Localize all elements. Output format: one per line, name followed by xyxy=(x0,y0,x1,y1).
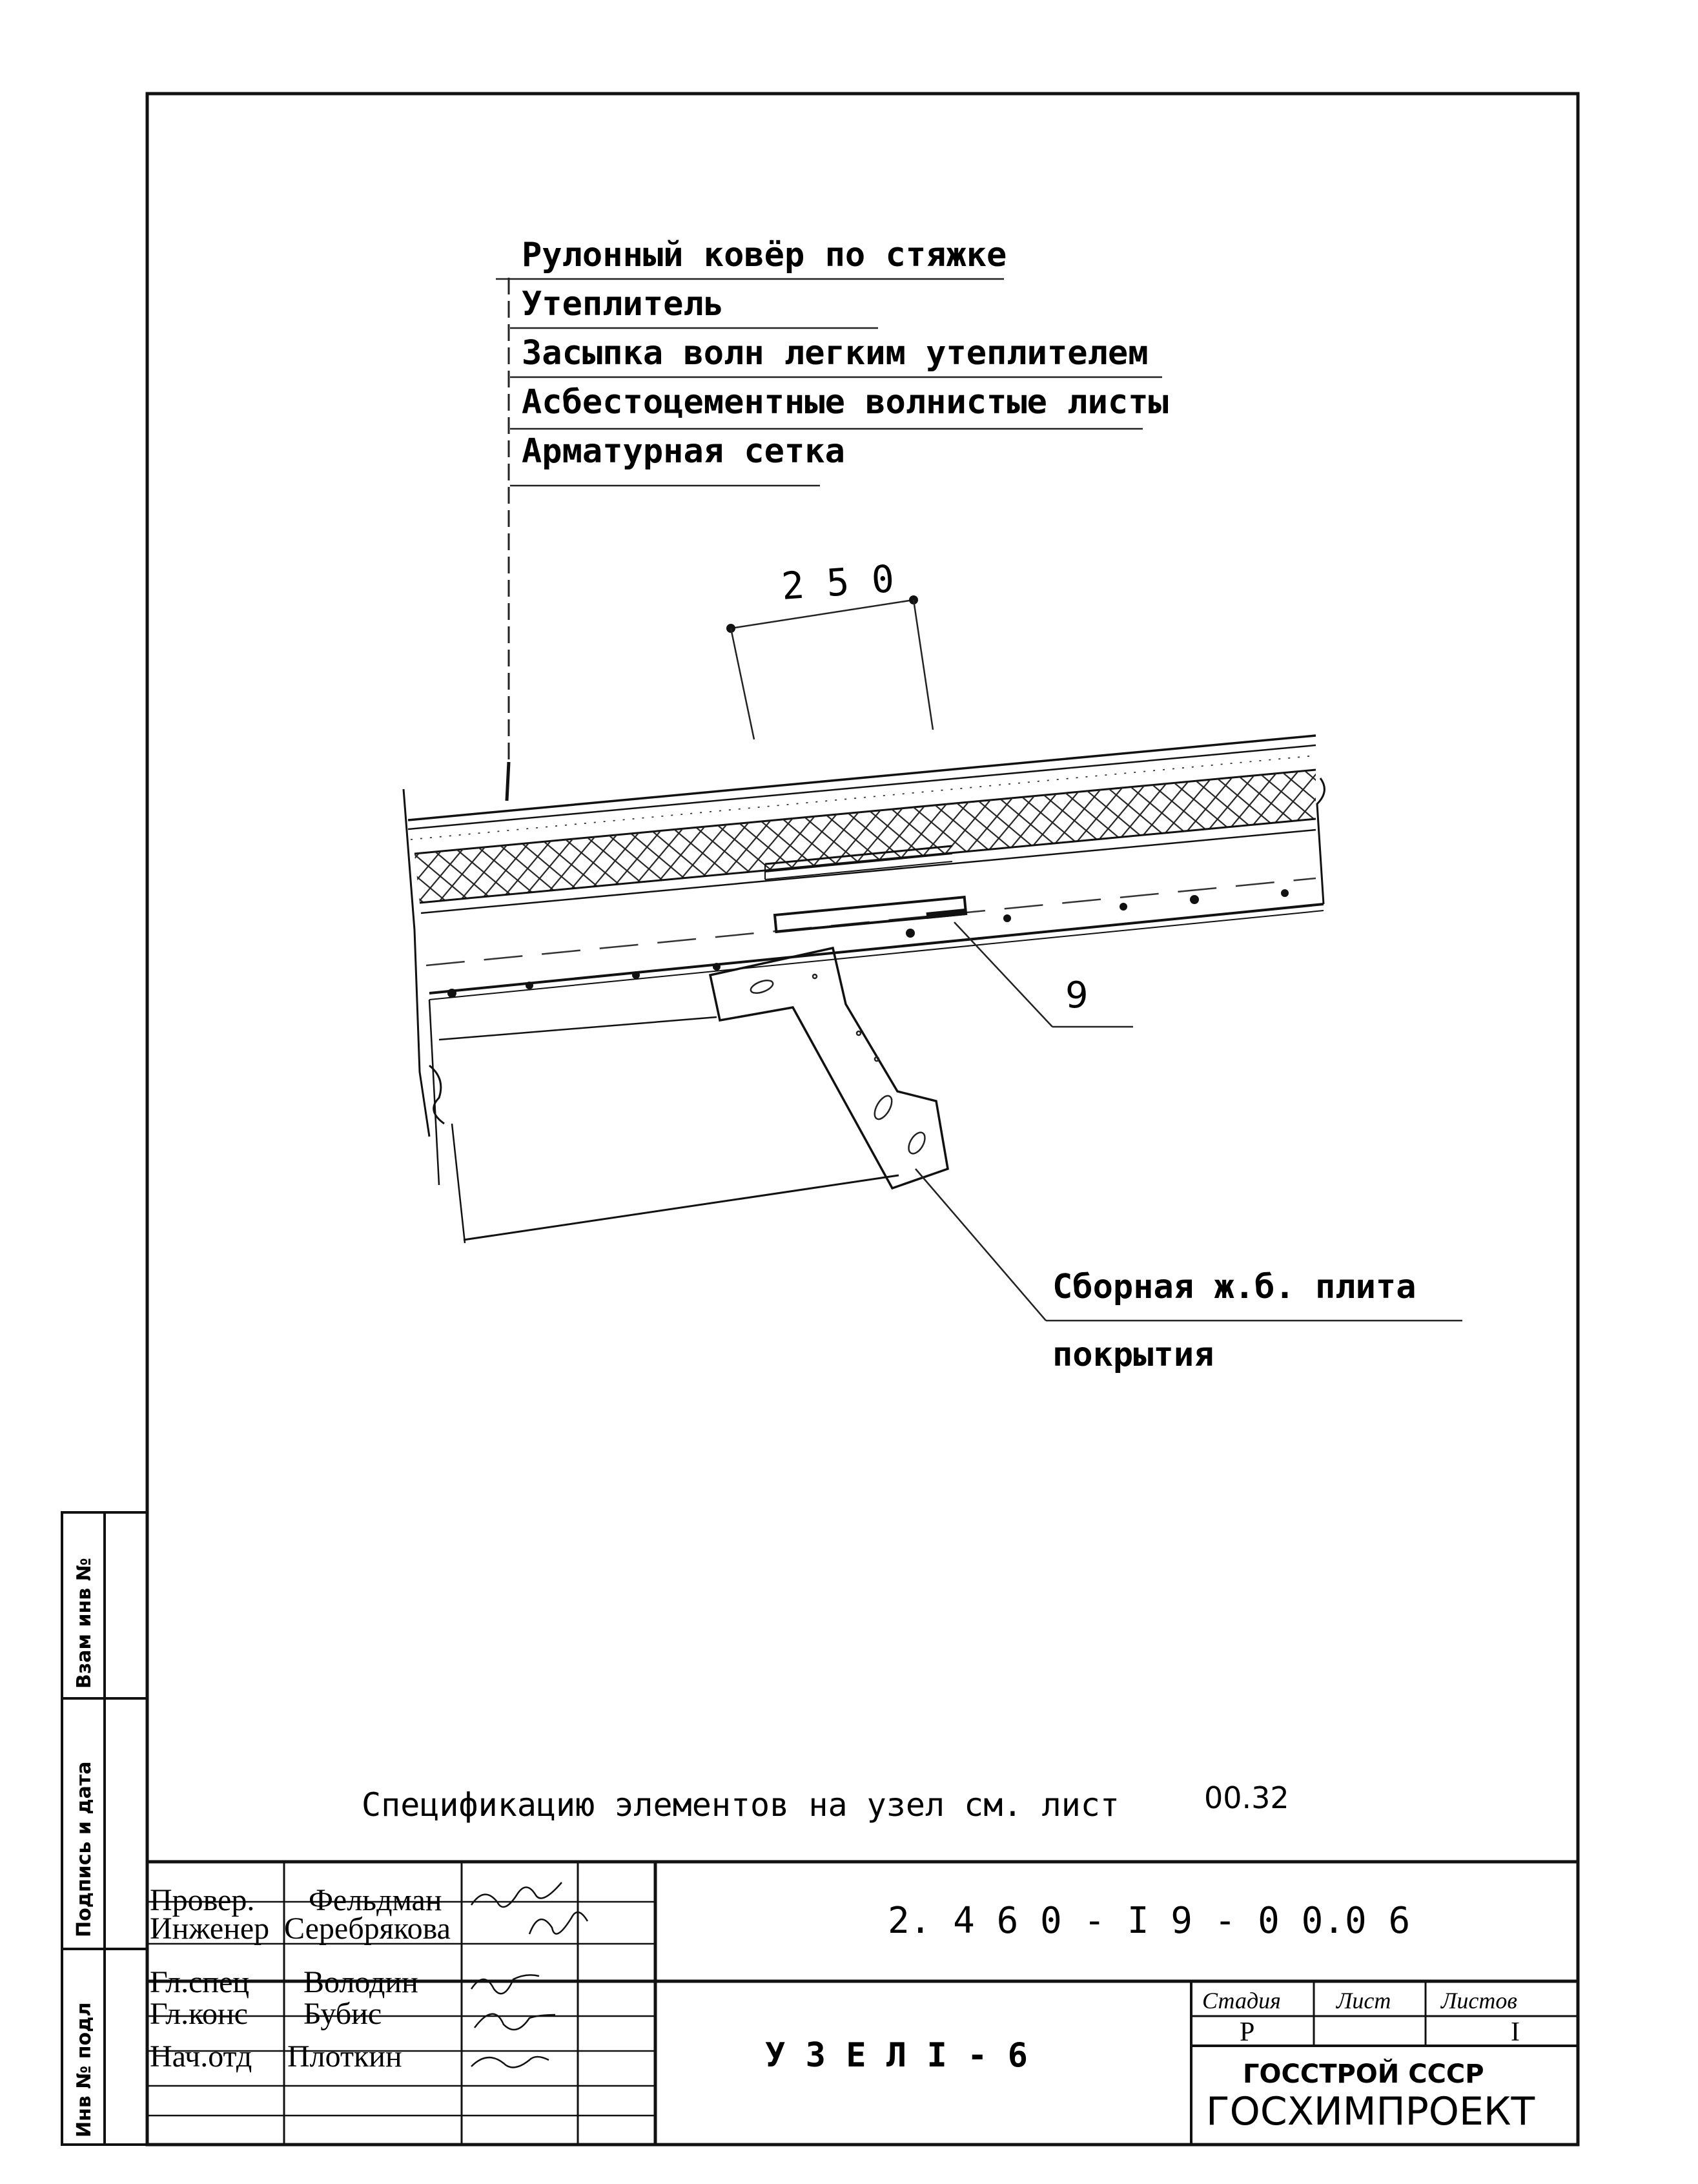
signatures xyxy=(470,1882,589,2068)
stage-value: Р xyxy=(1240,2017,1254,2047)
dimension-250: 2 5 0 xyxy=(726,557,934,740)
sheet-header: Лист xyxy=(1336,1988,1391,2014)
side-stamp-vzam: Взам инв № xyxy=(73,1558,96,1689)
slab-rib xyxy=(708,946,949,1190)
sheets-header: Листов xyxy=(1440,1988,1517,2014)
sheets-value: I xyxy=(1511,2017,1520,2047)
org-name-2: ГОСХИМПРОЕКТ xyxy=(1206,2089,1535,2134)
layer-label-asbestos-sheets: Асбестоцементные волнистые листы xyxy=(522,383,1169,422)
role-dept-head: Нач.отд xyxy=(150,2039,252,2074)
org-name-1: ГОССТРОЙ СССР xyxy=(1243,2058,1484,2089)
title-block-people: Провер. Фельдман Инженер Серебрякова Гл.… xyxy=(150,1883,451,2074)
layer-label-fill: Засыпка волн легким утеплителем xyxy=(522,334,1149,373)
name-engineer: Серебрякова xyxy=(284,1911,451,1946)
role-chief-cons: Гл.конс xyxy=(150,1997,248,2031)
side-stamp-podpis: Подпись и дата xyxy=(73,1762,96,1937)
name-chief-spec: Володин xyxy=(303,1965,418,1999)
layer-legend: Рулонный ковёр по стяжке Утеплитель Засы… xyxy=(496,236,1169,801)
title-block xyxy=(147,1860,1578,2145)
insulation-layer xyxy=(414,770,1316,903)
roof-section xyxy=(402,734,1325,1244)
slab-label-line2: покрытия xyxy=(1052,1335,1214,1374)
drawing-code: 2. 4 6 0 - I 9 - 0 0.0 6 xyxy=(888,1900,1410,1942)
stage-block: Стадия Лист Листов Р I xyxy=(1202,1988,1520,2047)
callout-9-text: 9 xyxy=(1065,974,1089,1016)
name-dept-head: Плоткин xyxy=(287,2039,402,2074)
stage-header: Стадия xyxy=(1202,1988,1281,2014)
sheet-frame xyxy=(145,92,1580,2147)
node-title: У З Е Л I - 6 xyxy=(765,2036,1028,2075)
slab-callout: Сборная ж.б. плита покрытия xyxy=(915,1168,1462,1374)
joint-element-9 xyxy=(773,896,968,934)
layer-label-insulation: Утеплитель xyxy=(522,285,724,324)
slab-label-line1: Сборная ж.б. плита xyxy=(1052,1268,1417,1306)
dimension-250-text: 2 5 0 xyxy=(780,557,895,608)
layer-label-roll-carpet: Рулонный ковёр по стяжке xyxy=(522,236,1007,274)
name-chief-cons: Бубис xyxy=(303,1997,382,2031)
name-checker: Фельдман xyxy=(309,1883,442,1917)
side-stamp-inv: Инв № подл xyxy=(73,2003,96,2138)
role-checker: Провер. xyxy=(150,1883,254,1917)
spec-note: Спецификацию элементов на узел см. лист xyxy=(362,1786,1120,1824)
layer-label-mesh: Арматурная сетка xyxy=(522,432,845,471)
role-engineer: Инженер xyxy=(150,1911,269,1946)
side-stamp: Взам инв № Подпись и дата Инв № подл xyxy=(61,1511,148,2146)
callout-9: 9 xyxy=(954,922,1133,1028)
role-chief-spec: Гл.спец xyxy=(150,1965,249,1999)
spec-sheet-ref: 00.32 xyxy=(1204,1780,1289,1815)
